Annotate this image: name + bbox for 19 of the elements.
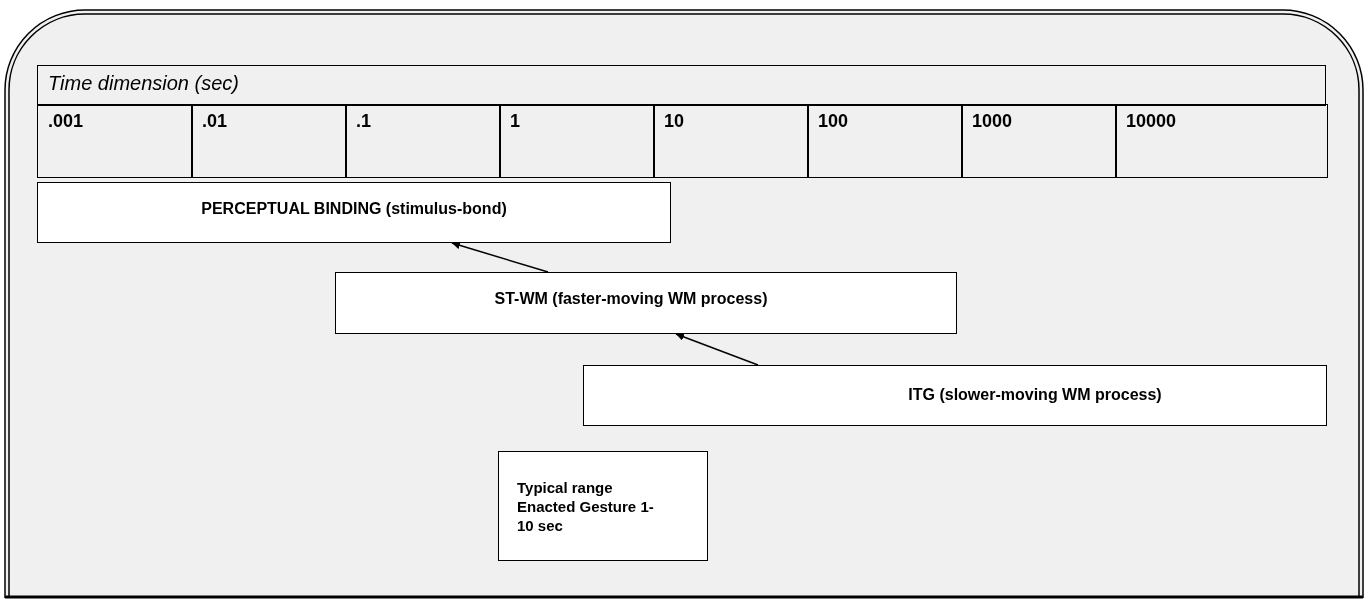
process-box xyxy=(335,272,957,334)
time-scale-value: 1000 xyxy=(972,111,1013,132)
time-scale-value: 100 xyxy=(818,111,849,132)
box-label: PERCEPTUAL BINDING (stimulus-bond) xyxy=(201,199,507,218)
table-header: Time dimension (sec) xyxy=(48,72,239,95)
box-label: ST-WM (faster-moving WM process) xyxy=(494,290,768,308)
time-scale-value: .001 xyxy=(48,111,84,132)
box-label: ITG (slower-moving WM process) xyxy=(908,385,1162,404)
time-scale-value: 1 xyxy=(510,111,520,132)
note-text: Typical range Enacted Gesture 1-10 sec xyxy=(517,477,655,535)
time-scale-value: 10 xyxy=(664,111,685,132)
note-box xyxy=(498,451,708,561)
arrow xyxy=(451,241,549,273)
process-box xyxy=(583,365,1327,426)
arrow xyxy=(675,333,759,366)
time-scale-value: .1 xyxy=(356,111,371,132)
process-box xyxy=(37,182,671,243)
time-scale-value: 10000 xyxy=(1126,111,1177,132)
time-scale-value: .01 xyxy=(202,111,228,132)
